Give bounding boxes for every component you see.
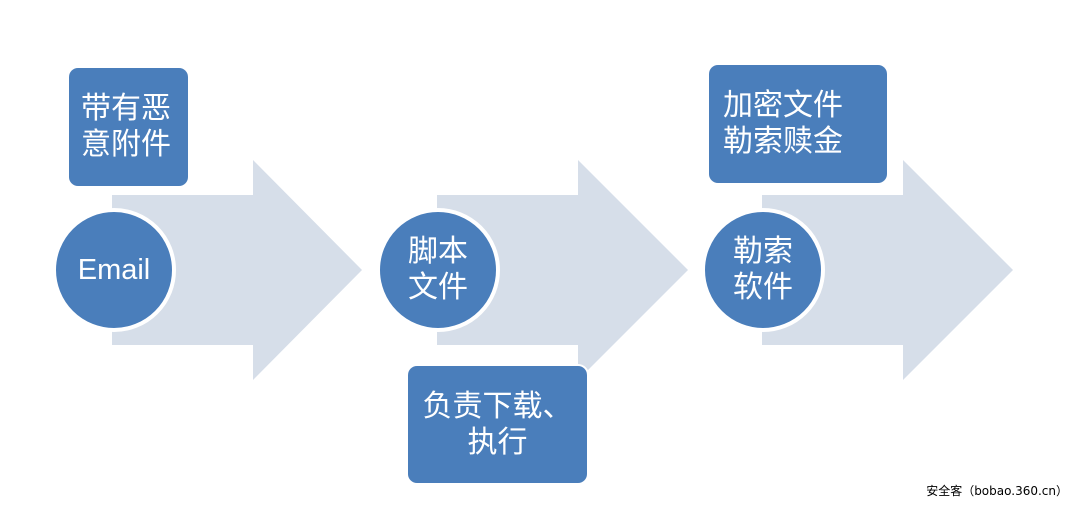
- stage-3-note-box: 加密文件 勒索赎金: [709, 65, 887, 183]
- stage-1-note-box: 带有恶 意附件: [69, 68, 188, 186]
- stage-3-note-line-2: 勒索赎金: [723, 124, 843, 159]
- watermark-text: 安全客（bobao.360.cn）: [926, 484, 1068, 498]
- stage-2-note-line-2: 执行: [467, 424, 528, 460]
- stage-1-node-label: Email: [77, 254, 151, 286]
- stage-2-note-box: 负责下载、 执行: [408, 366, 587, 483]
- stage-1-note-line-2: 意附件: [81, 127, 171, 162]
- stage-2-node-line-1: 脚本: [408, 234, 468, 269]
- stage-2-node-line-2: 文件: [408, 270, 468, 305]
- arrow-stage-3: [762, 160, 1013, 380]
- stage-3-node-line-1: 勒索: [733, 234, 793, 269]
- stage-1-node-email: Email: [52, 208, 176, 332]
- stage-2-node-script-file: 脚本 文件: [376, 208, 500, 332]
- arrow-stage-1: [112, 160, 362, 380]
- stage-3-node-ransomware: 勒索 软件: [701, 208, 825, 332]
- stage-3-note-line-1: 加密文件: [723, 88, 843, 123]
- stage-3-node-line-2: 软件: [733, 270, 793, 305]
- arrow-stage-2: [437, 160, 688, 380]
- stage-2-note-line-1: 负责下载、: [422, 388, 573, 424]
- stage-1-note-line-1: 带有恶: [81, 91, 171, 126]
